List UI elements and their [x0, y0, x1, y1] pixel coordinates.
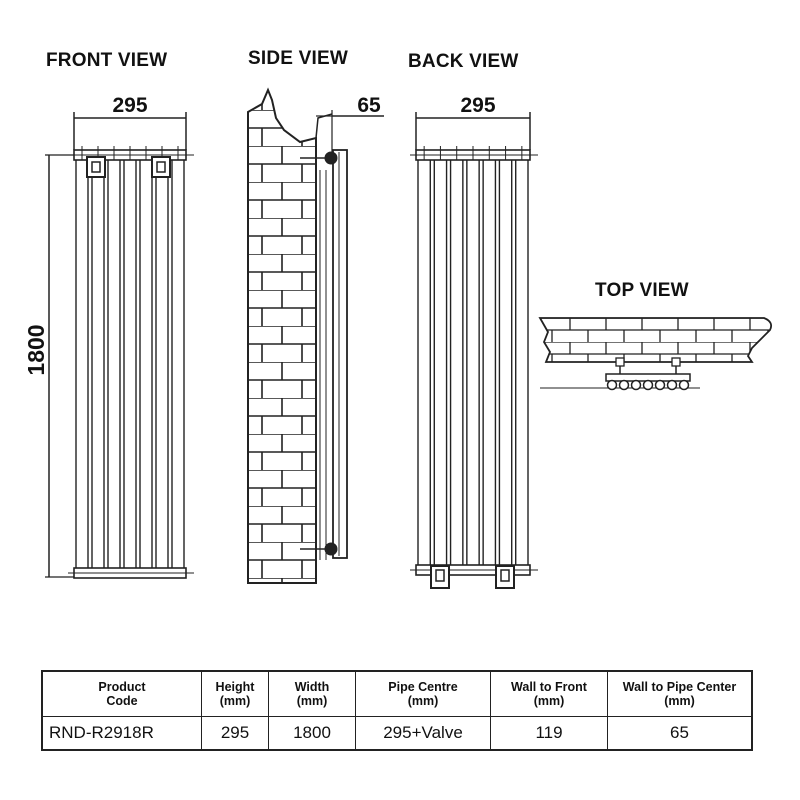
side-view [247, 87, 384, 584]
cell-wall-to-pipe-center: 65 [607, 716, 753, 751]
side-radiator-profile [332, 149, 348, 559]
top-tube-circle [606, 379, 618, 391]
header-pipe-centre: Pipe Centre(mm) [355, 670, 491, 717]
front-tubes [75, 146, 185, 568]
back-tubes [417, 146, 529, 565]
top-view [538, 317, 773, 391]
top-tube-circle [666, 379, 678, 391]
cell-wall-to-front: 119 [490, 716, 608, 751]
front-width-label: 295 [112, 94, 147, 117]
technical-drawing: 295 1800 65 295 [23, 87, 773, 589]
top-tubes [606, 379, 690, 391]
front-view [45, 112, 194, 579]
top-brick-wall [538, 317, 773, 363]
side-depth-label: 65 [357, 94, 381, 117]
top-tube-circle [630, 379, 642, 391]
header-wall-to-pipe-center: Wall to Pipe Center(mm) [607, 670, 753, 717]
top-view-title: TOP VIEW [595, 280, 689, 301]
back-view-title: BACK VIEW [408, 51, 519, 72]
top-tube-circle [618, 379, 630, 391]
cell-product-code: RND-R2918R [41, 716, 202, 751]
cell-width: 1800 [268, 716, 356, 751]
back-width-label: 295 [460, 94, 495, 117]
cell-pipe-centre: 295+Valve [355, 716, 491, 751]
top-tube-circle [678, 379, 690, 391]
front-height-label: 1800 [23, 324, 49, 375]
side-bracket-bottom [324, 542, 338, 556]
spec-table-row: RND-R2918R 295 1800 295+Valve 119 65 [41, 716, 753, 751]
header-wall-to-front: Wall to Front(mm) [490, 670, 608, 717]
front-view-title: FRONT VIEW [46, 50, 168, 71]
side-brick-wall [247, 87, 317, 584]
cell-height: 295 [201, 716, 269, 751]
header-height: Height(mm) [201, 670, 269, 717]
top-tube-circle [642, 379, 654, 391]
side-view-title: SIDE VIEW [248, 48, 348, 69]
header-width: Width(mm) [268, 670, 356, 717]
side-bracket-top [324, 151, 338, 165]
back-view [410, 112, 538, 589]
top-tube-circle [654, 379, 666, 391]
